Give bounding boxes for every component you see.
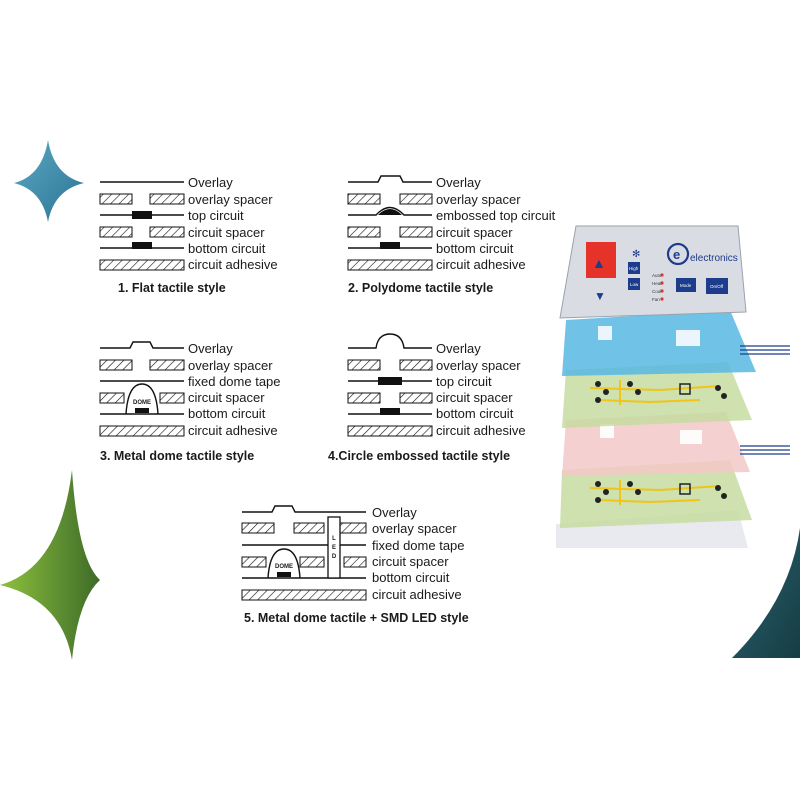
label-overlay: Overlay <box>188 341 233 356</box>
label-bottom-circuit: bottom circuit <box>372 570 450 585</box>
diagram-flat: Overlay overlay spacer top circuit circu… <box>99 175 278 295</box>
dome-text: DOME <box>275 564 293 570</box>
label-overlay: Overlay <box>436 341 481 356</box>
label-top-circuit: top circuit <box>436 374 492 389</box>
diagram-metal-dome: DOME Overlay overlay spacer fixed dome t… <box>99 341 281 463</box>
high-button-label: High <box>629 266 639 271</box>
star-blue-icon <box>14 140 84 222</box>
fan-icon: ✻ <box>632 249 640 260</box>
label-circuit-adhesive: circuit adhesive <box>188 257 278 272</box>
led-letter-l: L <box>332 536 336 542</box>
layer-green-2 <box>560 460 752 528</box>
indicator-fan: Fan <box>652 297 660 302</box>
star-green-icon <box>0 470 100 660</box>
circuit-traces-2 <box>589 480 721 505</box>
led-letter-e: E <box>332 545 336 551</box>
display-window <box>586 242 616 278</box>
brand-name: electronics <box>690 253 738 264</box>
svg-text:e: e <box>673 247 680 262</box>
label-overlay-spacer: overlay spacer <box>188 192 273 207</box>
arrow-up-icon: ▲ <box>592 255 606 271</box>
led-component <box>327 516 341 579</box>
contact-pads-2 <box>595 481 727 503</box>
on-off-button-label: On/Off <box>710 284 724 289</box>
label-overlay-spacer: overlay spacer <box>188 358 273 373</box>
indicator-auto: Auto <box>652 273 662 278</box>
logo-e-icon <box>666 242 690 266</box>
caption-metal-dome: 3. Metal dome tactile style <box>100 449 254 463</box>
label-fixed-dome-tape: fixed dome tape <box>372 538 465 553</box>
caption-flat: 1. Flat tactile style <box>118 281 226 295</box>
label-circuit-adhesive: circuit adhesive <box>188 423 278 438</box>
label-top-circuit: top circuit <box>188 208 244 223</box>
label-circuit-spacer: circuit spacer <box>436 225 513 240</box>
label-circuit-spacer: circuit spacer <box>188 390 265 405</box>
caption-metal-dome-led: 5. Metal dome tactile + SMD LED style <box>244 611 469 625</box>
label-circuit-adhesive: circuit adhesive <box>372 587 462 602</box>
label-overlay-spacer: overlay spacer <box>436 192 521 207</box>
label-circuit-spacer: circuit spacer <box>372 554 449 569</box>
circuit-traces-1 <box>589 380 721 405</box>
led-letter-d: D <box>332 554 337 560</box>
label-overlay: Overlay <box>436 175 481 190</box>
label-embossed-top-circuit: embossed top circuit <box>436 208 556 223</box>
label-bottom-circuit: bottom circuit <box>436 241 514 256</box>
caption-polydome: 2. Polydome tactile style <box>348 281 493 295</box>
mode-button[interactable] <box>676 278 696 292</box>
label-bottom-circuit: bottom circuit <box>188 241 266 256</box>
label-circuit-adhesive: circuit adhesive <box>436 257 526 272</box>
label-circuit-adhesive: circuit adhesive <box>436 423 526 438</box>
label-overlay-spacer: overlay spacer <box>372 521 457 536</box>
label-bottom-circuit: bottom circuit <box>436 406 514 421</box>
on-off-button[interactable] <box>706 278 728 294</box>
diagram-metal-dome-led: DOME L E D Overlay overlay spacer fixed … <box>241 505 469 625</box>
membrane-layer-stack: ▲ ▼ ✻ High Low e electronics Auto Heat C… <box>556 225 790 548</box>
label-bottom-circuit: bottom circuit <box>188 406 266 421</box>
low-button-label: Low <box>630 282 639 287</box>
label-overlay: Overlay <box>372 505 417 520</box>
label-circuit-spacer: circuit spacer <box>188 225 265 240</box>
label-overlay-spacer: overlay spacer <box>436 358 521 373</box>
indicator-cool: Cool <box>652 289 661 294</box>
label-fixed-dome-tape: fixed dome tape <box>188 374 281 389</box>
corner-shape <box>732 528 800 658</box>
arrow-down-icon: ▼ <box>594 289 606 303</box>
diagram-polydome: Overlay overlay spacer embossed top circ… <box>347 175 556 295</box>
high-button[interactable] <box>628 262 640 274</box>
label-circuit-spacer: circuit spacer <box>436 390 513 405</box>
contact-pads-1 <box>595 381 727 403</box>
low-button[interactable] <box>628 278 640 290</box>
dome-text: DOME <box>133 400 151 406</box>
indicator-list: Auto Heat Cool Fan <box>652 273 664 302</box>
mode-button-label: Mode <box>680 283 692 288</box>
caption-circle-embossed: 4.Circle embossed tactile style <box>328 449 510 463</box>
layer-blue <box>562 310 756 376</box>
indicator-heat: Heat <box>652 281 662 286</box>
layer-green-1 <box>562 362 752 428</box>
ribbon-tail <box>740 345 790 455</box>
diagram-circle-embossed: Overlay overlay spacer top circuit circu… <box>328 333 526 463</box>
label-overlay: Overlay <box>188 175 233 190</box>
